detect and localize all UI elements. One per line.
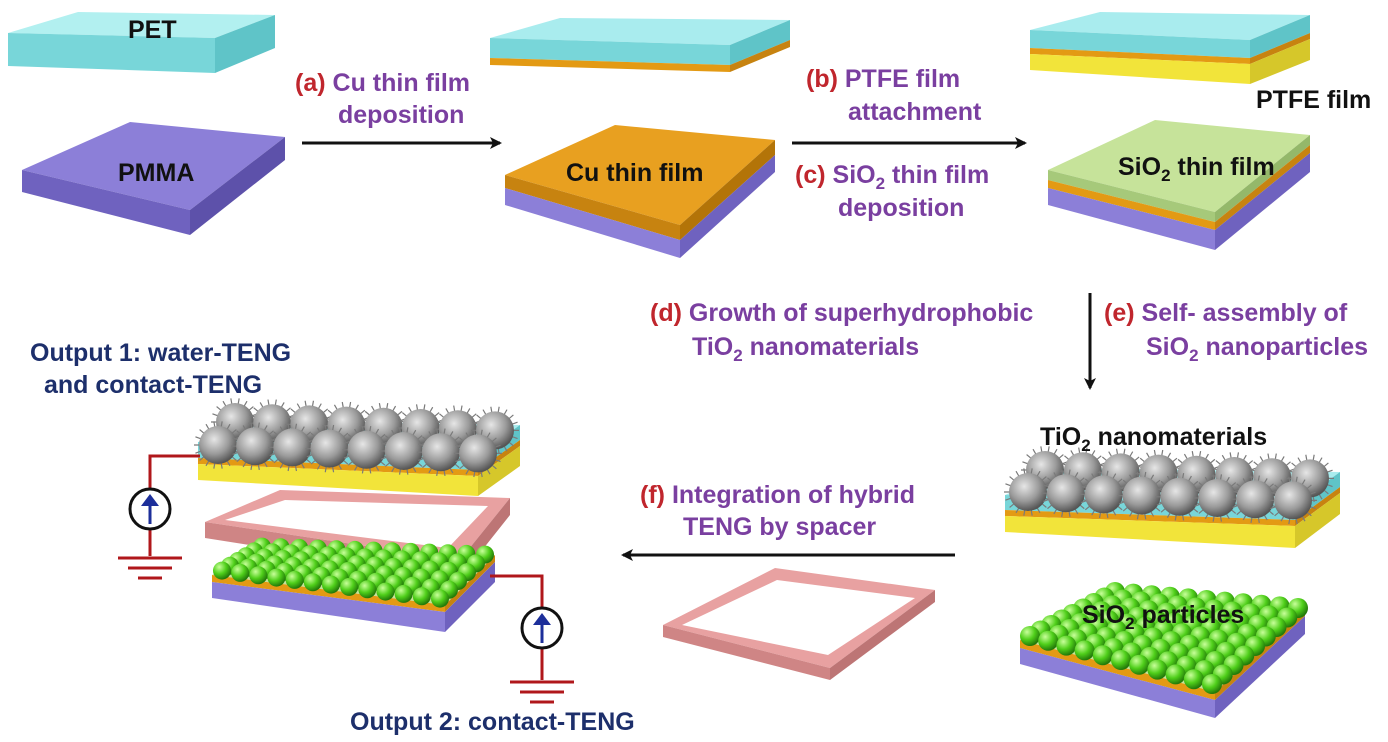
tio2-urchin (1117, 471, 1166, 520)
circuit-output-1 (118, 454, 200, 580)
step-f-label: (f) Integration of hybrid (640, 481, 915, 509)
tio2-nanomaterials-device (194, 398, 519, 478)
step-d-label-line2: TiO2 nanomaterials (692, 333, 920, 365)
pmma-cu-sio2-stack (1048, 120, 1310, 250)
teng-top-stack (194, 398, 520, 496)
tio2-nanomaterials (1004, 446, 1334, 525)
tio2-urchin (305, 424, 354, 473)
output-2-label: Output 2: contact-TENG (350, 708, 635, 736)
tio2-label: TiO2 nanomaterials (1040, 423, 1268, 455)
sio2-particles-label: SiO2 particles (1082, 601, 1245, 633)
step-b-label: (b) PTFE film (806, 65, 961, 93)
sio2-sphere (322, 575, 340, 594)
sio2-particles-stack (1020, 582, 1308, 718)
spacer-frame (663, 568, 935, 680)
step-e-label: (e) Self- assembly of (1104, 299, 1348, 327)
sio2-sphere (303, 573, 322, 592)
step-e-label-line2: SiO2 nanoparticles (1146, 333, 1369, 365)
step-a-label: (a) Cu thin film (295, 69, 470, 97)
step-c-label: (c) SiO2 thin film (795, 161, 990, 193)
sio2-sphere (431, 589, 449, 608)
sio2-particles (1020, 582, 1308, 694)
pmma-label: PMMA (118, 159, 195, 187)
tio2-urchin (416, 428, 465, 476)
pmma-slab (22, 122, 285, 235)
tio2-urchin (379, 427, 428, 475)
sio2-sphere (340, 577, 359, 596)
tio2-urchin (342, 426, 391, 474)
step-b-label-line2: attachment (848, 98, 982, 126)
sio2-sphere (267, 568, 286, 587)
step-c-label-line2: deposition (838, 194, 965, 222)
sio2-sphere (1092, 645, 1113, 666)
sio2-sphere (394, 584, 413, 603)
step-a-label-line2: deposition (338, 101, 465, 129)
sio2-sphere (285, 570, 304, 589)
tio2-urchin (1079, 470, 1128, 519)
step-f-label-line2: TENG by spacer (683, 513, 877, 541)
sio2-sphere (1020, 626, 1040, 646)
tio2-urchin (194, 421, 242, 469)
tio2-urchin (454, 429, 502, 478)
pet-label: PET (128, 16, 177, 44)
sio2-sphere (376, 582, 395, 601)
step-d-label: (d) Growth of superhydrophobic (650, 299, 1034, 327)
sio2-sphere (358, 580, 377, 599)
sio2-particles-device (213, 537, 494, 608)
pet-cu-ptfe-stack (1030, 12, 1310, 84)
output-1-label: Output 1: water-TENG (30, 339, 292, 367)
tio2-urchin (1004, 468, 1052, 516)
sio2-sphere (1038, 630, 1059, 651)
cu-film-label: Cu thin film (566, 159, 704, 187)
pet-cu-stack (490, 18, 790, 72)
sio2-sphere (1202, 674, 1222, 694)
tio2-urchin (1041, 469, 1090, 517)
tio2-urchin (1269, 476, 1317, 525)
current-source-icon (520, 606, 564, 650)
sio2-film-label: SiO2 thin film (1118, 153, 1275, 185)
pmma-cu-stack (505, 125, 775, 258)
sio2-sphere (1056, 635, 1077, 656)
sio2-sphere (1129, 654, 1150, 675)
tio2-urchin (1155, 473, 1204, 521)
ptfe-film-label: PTFE film (1256, 86, 1372, 114)
tio2-urchin (1193, 474, 1242, 522)
sio2-sphere (1165, 664, 1186, 685)
teng-bottom-stack (212, 537, 495, 632)
current-source-icon (128, 487, 172, 531)
sio2-sphere (1111, 650, 1131, 670)
tio2-urchin (1286, 454, 1334, 503)
sio2-sphere (249, 566, 268, 585)
tio2-stack (1004, 446, 1340, 548)
sio2-sphere (412, 587, 431, 606)
sio2-sphere (1147, 659, 1168, 680)
output-1-label-line2: and contact-TENG (44, 371, 263, 399)
circuit-output-2 (490, 574, 574, 704)
sio2-sphere (213, 561, 231, 580)
pet-slab (8, 12, 275, 73)
sio2-sphere (1074, 640, 1095, 661)
sio2-sphere (231, 563, 250, 582)
sio2-sphere (1183, 669, 1204, 690)
